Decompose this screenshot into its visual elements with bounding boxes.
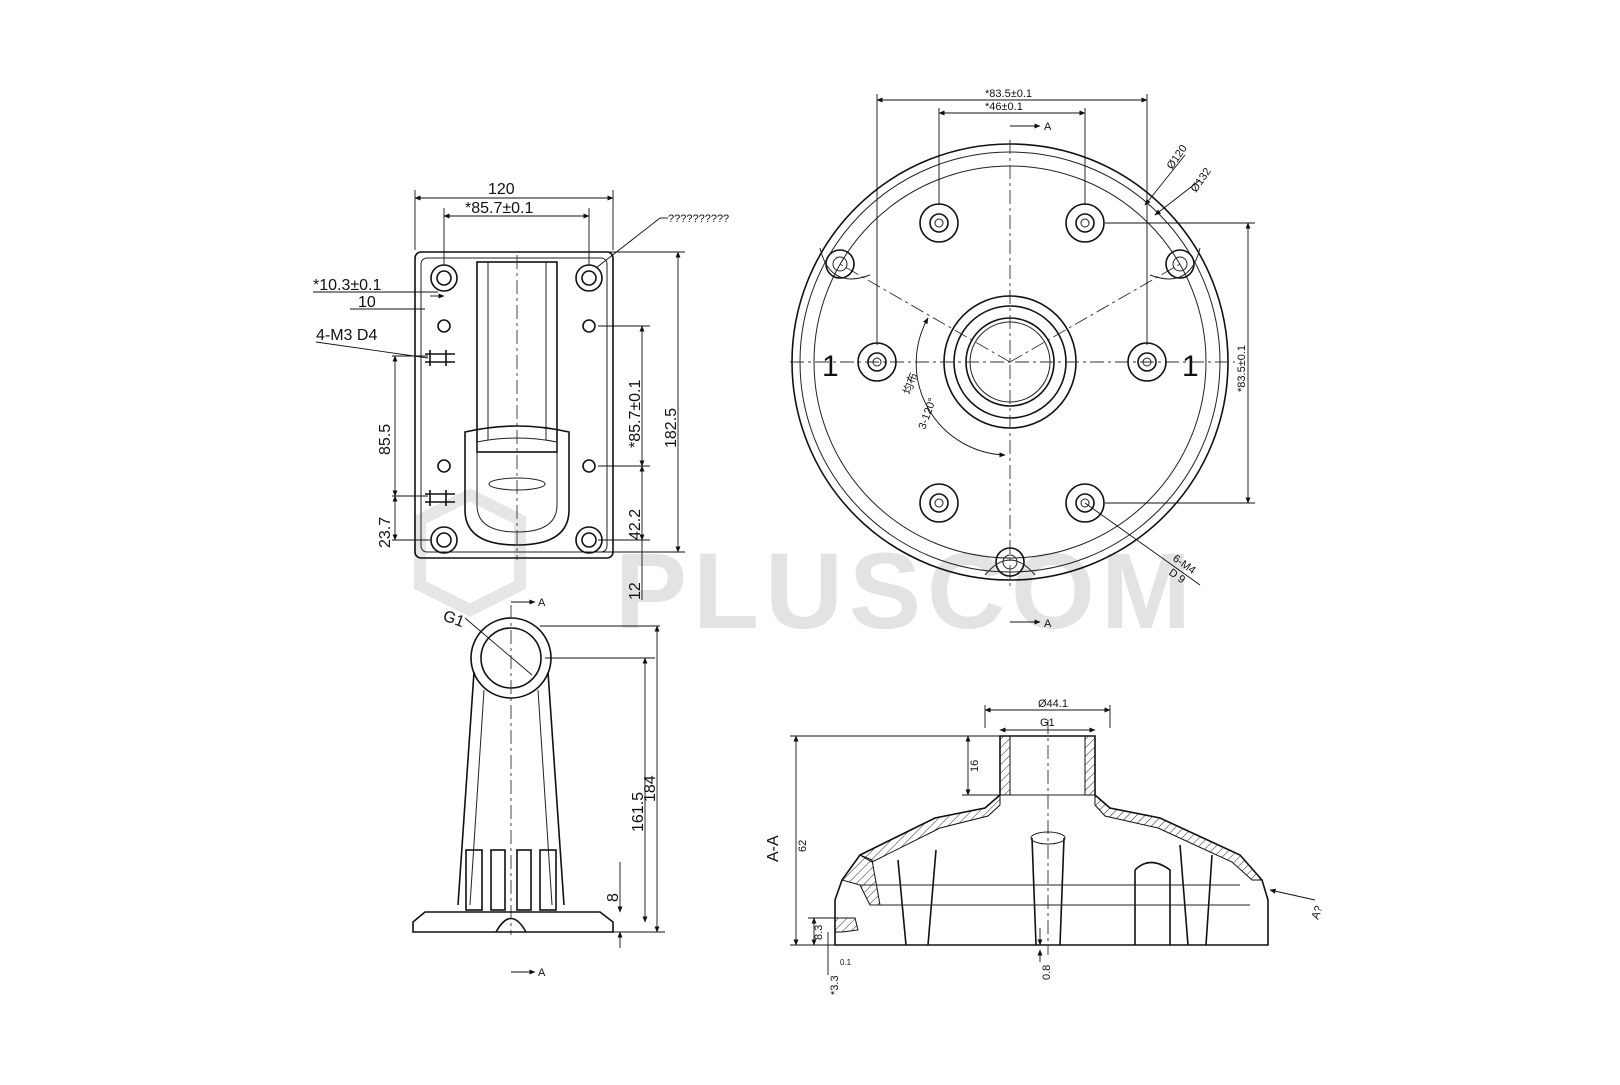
plate-hole-spacing-label: *85.7±0.1 xyxy=(465,200,533,217)
section-a-note-label: A? xyxy=(1310,904,1326,921)
plate-hole-bl xyxy=(430,526,458,554)
side-h2-label: 184 xyxy=(642,775,659,802)
round-outer-spacing-label: *83.5±0.1 xyxy=(985,88,1032,100)
section-three3-label: *3.3 xyxy=(829,975,841,995)
side-thread-label: G1 xyxy=(441,608,467,631)
plate-bottom-label: 42.2 xyxy=(627,509,644,540)
plate-width-label: 120 xyxy=(488,181,515,198)
round-section-top-label: A xyxy=(1044,121,1052,133)
round-angle-note-label: 均布 xyxy=(901,371,921,396)
round-angle-label: 3-120° xyxy=(917,396,939,431)
plate-callout-label: ?????????? xyxy=(668,213,729,225)
section-sixteen-label: 16 xyxy=(969,760,981,772)
plate-small-left-label: 23.7 xyxy=(377,517,394,548)
watermark: PLUSCOM xyxy=(414,488,1197,651)
section-sixtytwo-label: 62 xyxy=(797,840,809,852)
plate-hole-tr xyxy=(575,264,603,292)
round-dia120-label: Ø120 xyxy=(1165,143,1190,172)
round-holes xyxy=(857,203,1167,523)
section-thread-label: G1 xyxy=(1040,717,1055,729)
side-h1-label: 161.5 xyxy=(630,792,647,832)
plate-view: 120 *85.7±0.1 ?????????? *10.3±0.1 10 4-… xyxy=(313,181,729,600)
section-eight3-label: 8.3 xyxy=(813,925,825,940)
section-tol-label: 0.1 xyxy=(840,958,852,967)
plate-inner-outline xyxy=(420,257,608,553)
plate-height-left-label: 85.5 xyxy=(377,424,394,455)
plate-thread-label: 4-M3 D4 xyxy=(316,327,377,344)
plate-twelve-label: 12 xyxy=(627,582,644,600)
plate-hole-tl xyxy=(430,264,458,292)
side-section-top-label: A xyxy=(538,597,546,609)
watermark-brand: PLUSCOM xyxy=(615,530,1197,651)
side-stem xyxy=(457,671,565,906)
plate-hole-spacing-v-label: *85.7±0.1 xyxy=(627,380,644,448)
plate-height-label: 182.5 xyxy=(663,408,680,448)
watermark-logo-icon xyxy=(414,488,526,617)
round-mark-right: 1 xyxy=(1182,350,1199,383)
side-base-label: 8 xyxy=(605,893,622,902)
side-base xyxy=(412,911,614,933)
plate-pocket xyxy=(464,425,570,546)
plate-offset-label: *10.3±0.1 xyxy=(313,277,381,294)
round-section-bottom-label: A xyxy=(1044,618,1052,630)
side-view: G1 A A 161.5 184 8 xyxy=(412,597,665,979)
side-section-bottom-label: A xyxy=(538,967,546,979)
round-inner-spacing-label: *46±0.1 xyxy=(985,101,1023,113)
section-zero8-label: 0.8 xyxy=(1041,965,1053,980)
round-dia132-label: Ø132 xyxy=(1189,166,1214,195)
section-view: Ø44.1 G1 16 62 A-A 8.3 *3.3 0.1 0.8 A? xyxy=(765,698,1325,995)
section-title: A-A xyxy=(765,835,782,862)
plate-offset2-label: 10 xyxy=(358,294,376,311)
section-dia-label: Ø44.1 xyxy=(1038,698,1068,710)
round-mark-left: 1 xyxy=(822,350,839,383)
plate-outline xyxy=(414,251,614,559)
round-vertical-spacing-label: *83.5±0.1 xyxy=(1236,345,1248,392)
